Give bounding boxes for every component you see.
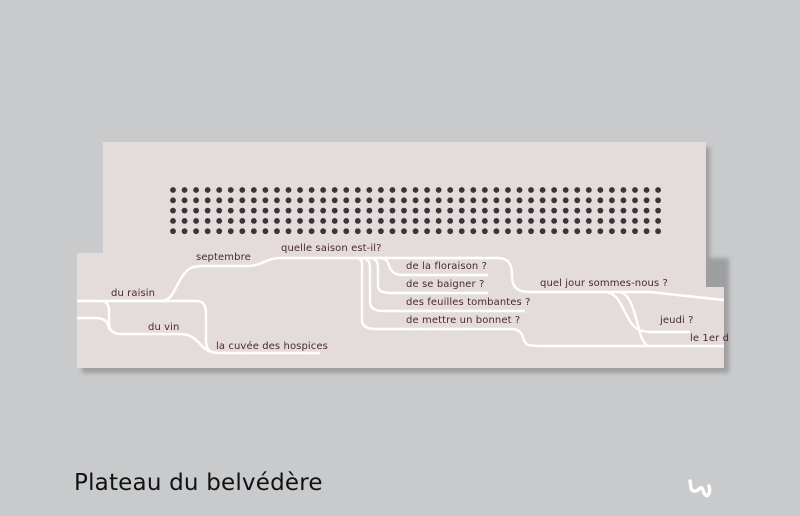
label-du-raisin: du raisin bbox=[111, 288, 156, 299]
label-septembre: septembre bbox=[196, 252, 251, 263]
label-le-1er: le 1er d bbox=[690, 333, 730, 344]
dot-matrix-display bbox=[170, 187, 661, 235]
label-jeudi: jeudi ? bbox=[660, 315, 694, 326]
label-quelle-saison: quelle saison est-il? bbox=[281, 243, 382, 254]
label-des-feuilles: des feuilles tombantes ? bbox=[406, 297, 531, 308]
page-title: Plateau du belvédère bbox=[74, 470, 323, 496]
label-la-cuvee: la cuvée des hospices bbox=[216, 341, 328, 352]
label-du-vin: du vin bbox=[148, 322, 180, 333]
label-de-la-floraison: de la floraison ? bbox=[406, 261, 488, 272]
label-de-se-baigner: de se baigner ? bbox=[406, 279, 485, 290]
label-quel-jour: quel jour sommes-nous ? bbox=[540, 278, 668, 289]
label-de-mettre: de mettre un bonnet ? bbox=[406, 315, 521, 326]
squiggle-logo-icon bbox=[688, 479, 712, 498]
